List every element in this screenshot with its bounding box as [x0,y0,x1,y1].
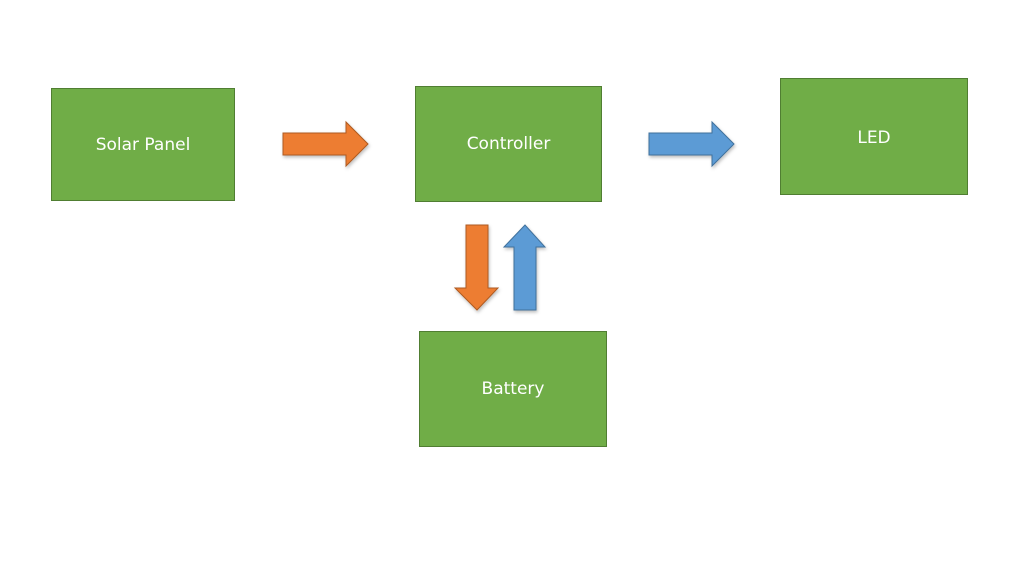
node-battery: Battery [419,331,607,447]
node-solar-panel-label: Solar Panel [95,134,191,155]
node-solar-panel: Solar Panel [51,88,235,201]
node-led: LED [780,78,968,195]
node-battery-label: Battery [481,379,545,399]
node-controller: Controller [415,86,602,202]
arrow-controller-to-battery [453,224,500,311]
node-led-label: LED [857,128,891,148]
arrow-battery-to-controller [502,224,547,311]
arrow-controller-to-led [648,120,735,168]
arrow-solar-to-controller [282,120,369,168]
node-controller-label: Controller [466,134,551,154]
